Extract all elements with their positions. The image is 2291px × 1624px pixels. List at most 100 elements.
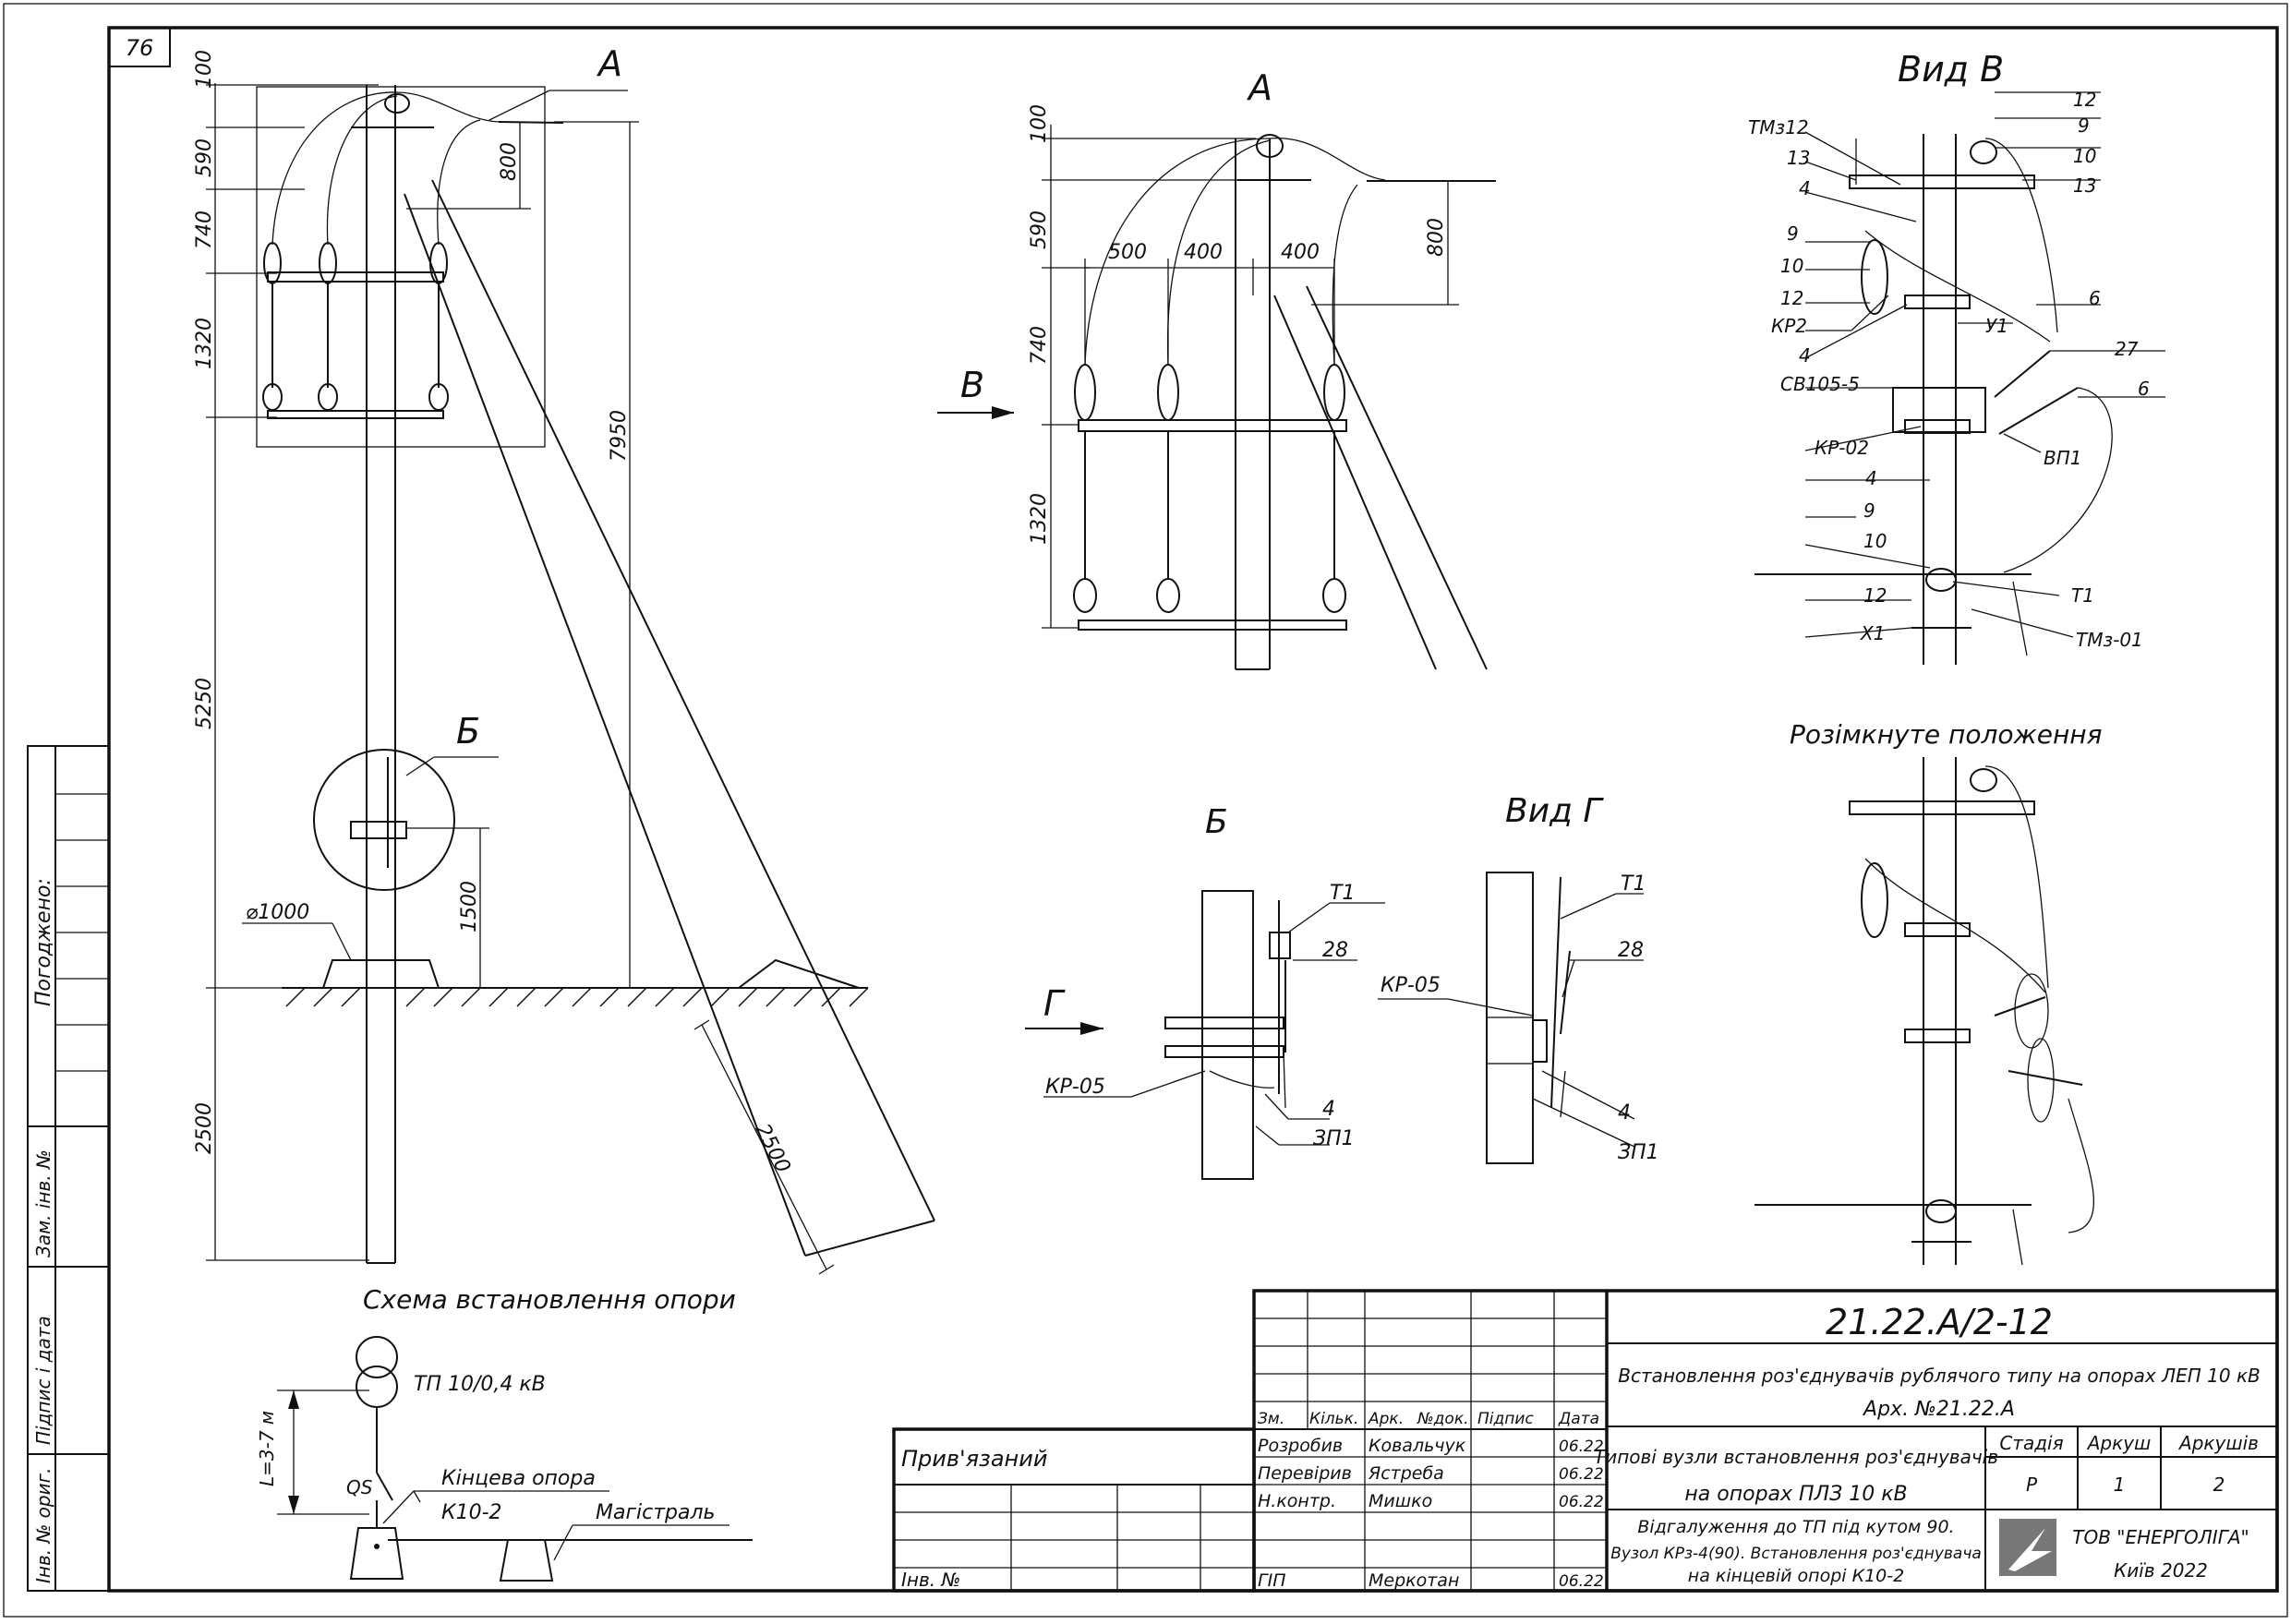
main-dim-740: 740 xyxy=(193,211,216,249)
main-label-b: Б xyxy=(456,711,480,752)
view-v-label-6a: 6 xyxy=(2089,287,2101,309)
row3-name: Мишко xyxy=(1369,1491,1432,1511)
stage-head: Стадія xyxy=(1999,1432,2063,1454)
sheet-value: 1 xyxy=(2114,1474,2126,1496)
view-v-title: Вид В xyxy=(1898,49,2004,90)
main-dim-100: 100 xyxy=(193,50,216,89)
view-g-title: Вид Г xyxy=(1505,792,1604,830)
scheme-end-support-code: К10-2 xyxy=(441,1501,502,1524)
gip-role: ГІП xyxy=(1258,1570,1285,1591)
detail-a-dim-400-left: 400 xyxy=(1184,241,1223,264)
main-dim-1500: 1500 xyxy=(458,881,481,932)
view-v-label-sv105: СВ105-5 xyxy=(1780,373,1860,395)
orig-inv-label: Інв. № ориг. xyxy=(32,1468,54,1583)
scheme-distance: L=3-7 м xyxy=(256,1411,278,1486)
subtitle-line2: на опорах ПЛЗ 10 кВ xyxy=(1684,1483,1907,1506)
head-change: Зм. xyxy=(1258,1410,1284,1428)
view-v-label-kr02: КР-02 xyxy=(1815,437,1869,459)
view-v-label-27: 27 xyxy=(2115,338,2139,360)
view-v-label-vp1: ВП1 xyxy=(2044,447,2081,469)
main-dim-1320: 1320 xyxy=(193,318,216,369)
gip-date: 06.22 xyxy=(1559,1572,1604,1591)
view-v-label-9b: 9 xyxy=(1863,499,1875,522)
view-g-label-4: 4 xyxy=(1618,1101,1631,1125)
view-v-label-6b: 6 xyxy=(2138,378,2150,400)
view-v-label-kr2: КР2 xyxy=(1771,315,1807,337)
view-g-label-28: 28 xyxy=(1618,939,1644,962)
view-g-label-zp1: ЗП1 xyxy=(1618,1141,1659,1164)
signature-date-label: Підпис і дата xyxy=(32,1316,54,1445)
view-v-label-tmz12: ТМз12 xyxy=(1748,116,1809,138)
view-v-label-13-left: 13 xyxy=(1787,147,1810,169)
open-position-view xyxy=(1754,757,2095,1266)
row2-name: Ястреба xyxy=(1368,1463,1444,1484)
title-line1: Встановлення роз'єднувачів рублячого тип… xyxy=(1618,1365,2261,1387)
detail-b-label-zp1: ЗП1 xyxy=(1313,1127,1355,1150)
detail-a-dim-400-right: 400 xyxy=(1281,241,1320,264)
sheet-head: Аркуш xyxy=(2086,1432,2152,1454)
view-v xyxy=(1754,91,2165,665)
row1-name: Ковальчук xyxy=(1369,1436,1466,1456)
detail-b-label-t1: Т1 xyxy=(1330,882,1355,905)
row3-role: Н.контр. xyxy=(1258,1491,1336,1511)
view-v-label-t1: Т1 xyxy=(2071,584,2094,607)
row3-date: 06.22 xyxy=(1559,1493,1604,1511)
view-v-label-10-right: 10 xyxy=(2073,145,2096,167)
main-dim-7950: 7950 xyxy=(608,410,631,462)
view-g-label-t1: Т1 xyxy=(1621,872,1646,896)
detail-a-dim-590: 590 xyxy=(1028,211,1051,249)
detail-a-dim-100: 100 xyxy=(1028,104,1051,143)
view-v-label-4a: 4 xyxy=(1799,177,1811,199)
view-v-label-12b: 12 xyxy=(1863,584,1887,607)
main-label-a: А xyxy=(596,43,622,84)
detail-a-arrow-label: В xyxy=(960,365,984,405)
view-v-label-4b: 4 xyxy=(1799,344,1811,367)
view-v-label-u1: У1 xyxy=(1985,315,2008,337)
stage-value: Р xyxy=(2026,1474,2038,1496)
main-dim-diameter: ⌀1000 xyxy=(246,901,309,924)
main-dim-800: 800 xyxy=(498,142,521,181)
view-v-label-4c: 4 xyxy=(1865,467,1877,489)
view-v-label-10b: 10 xyxy=(1863,530,1887,552)
detail-b-title: Б xyxy=(1205,803,1228,841)
view-v-label-9a: 9 xyxy=(1787,223,1799,245)
row2-role: Перевірив xyxy=(1258,1463,1352,1484)
detail-a-title: А xyxy=(1246,67,1272,108)
linked-label: Прив'язаний xyxy=(901,1446,1047,1472)
scheme-end-support: Кінцева опора xyxy=(441,1467,596,1490)
title-block xyxy=(892,1289,2279,1593)
detail-a-dim-740: 740 xyxy=(1028,326,1051,365)
scheme-switch: QS xyxy=(346,1476,373,1498)
detail-b-arrow-label: Г xyxy=(1043,983,1066,1024)
main-dim-2500: 2500 xyxy=(193,1102,216,1154)
agreed-label: Погоджено: xyxy=(32,878,55,1006)
view-v-label-12-right: 12 xyxy=(2073,89,2096,111)
installation-scheme xyxy=(277,1336,753,1582)
view-g-label-kr05: КР-05 xyxy=(1381,974,1441,997)
detail-a-dim-500: 500 xyxy=(1108,241,1147,264)
node-line3: на кінцевій опорі К10-2 xyxy=(1688,1566,1904,1586)
row1-role: Розробив xyxy=(1258,1436,1343,1456)
scheme-transformer: ТП 10/0,4 кВ xyxy=(414,1373,546,1396)
node-line2: Вузол КРз-4(90). Встановлення роз'єднува… xyxy=(1610,1545,1982,1563)
detail-b-label-28: 28 xyxy=(1322,939,1348,962)
doc-code: 21.22.А/2-12 xyxy=(1826,1302,2053,1342)
view-v-label-9-right: 9 xyxy=(2078,114,2090,137)
company-city: Київ 2022 xyxy=(2114,1559,2208,1582)
detail-a-dim-800: 800 xyxy=(1425,218,1448,257)
view-v-label-x1: Х1 xyxy=(1860,622,1885,644)
node-line1: Відгалуження до ТП під кутом 90. xyxy=(1637,1517,1954,1537)
company-name: ТОВ "ЕНЕРГОЛІГА" xyxy=(2072,1526,2249,1548)
gip-name: Меркотан xyxy=(1369,1570,1459,1591)
open-position-title: Розімкнуте положення xyxy=(1790,719,2102,750)
sheet-number: 76 xyxy=(126,35,154,61)
inv-no-label: Інв. № xyxy=(901,1569,960,1591)
subtitle-line1: Типові вузли встановлення роз'єднувачів xyxy=(1594,1446,1998,1468)
title-line2: Арх. №21.22.А xyxy=(1862,1398,2015,1421)
head-signature: Підпис xyxy=(1477,1410,1534,1428)
detail-a-view xyxy=(937,125,1496,670)
row2-date: 06.22 xyxy=(1559,1465,1604,1484)
view-v-label-10a: 10 xyxy=(1780,255,1803,277)
